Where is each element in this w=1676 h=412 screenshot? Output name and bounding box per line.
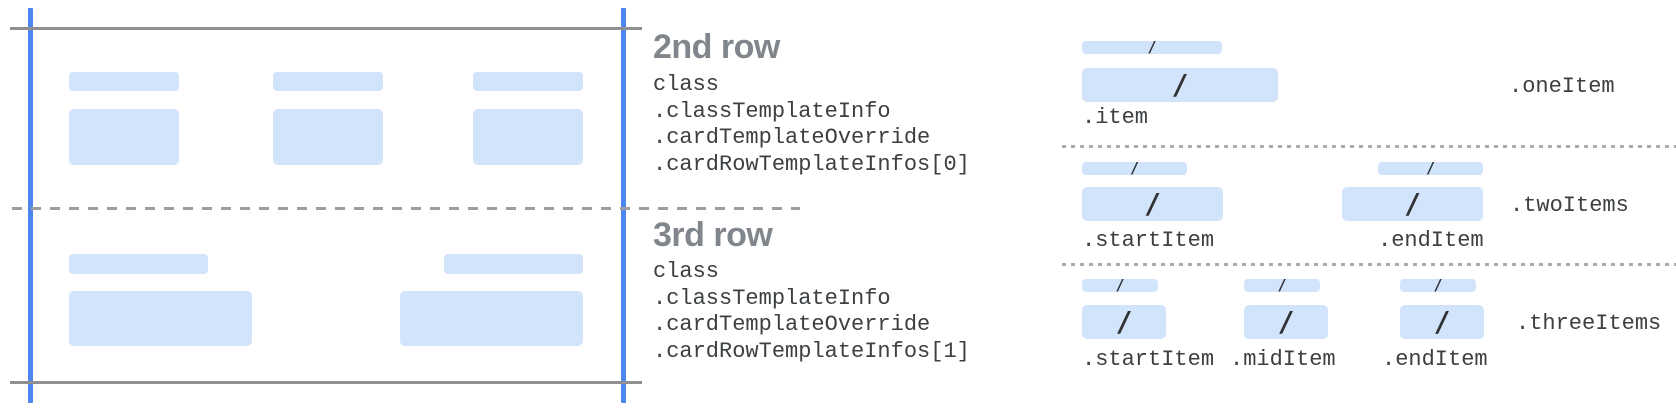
three-items-mid-label-bar: / — [1244, 276, 1320, 294]
three-items-start-value-bar: / — [1082, 305, 1166, 339]
start-item-name-label: .startItem — [1082, 228, 1215, 253]
row3-code-line: .cardTemplateOverride — [653, 312, 931, 337]
row2-code-line: class — [653, 72, 720, 97]
row2-col2-label-placeholder — [273, 72, 383, 91]
row3-code-line: .cardRowTemplateInfos[1] — [653, 338, 970, 364]
row3-end-label-placeholder — [444, 254, 583, 274]
card-left-edge-guide-line — [28, 8, 33, 403]
two-items-start-value-bar: / — [1082, 187, 1223, 221]
value-slash-glyph: / — [1115, 305, 1133, 338]
three-items-end-label-bar: / — [1400, 276, 1476, 294]
label-slash-glyph: / — [1425, 159, 1436, 177]
value-slash-glyph: / — [1144, 187, 1161, 220]
card-top-guide-line — [10, 27, 642, 30]
row3-code-line: .classTemplateInfo — [653, 285, 891, 311]
end-item-name-label: .endItem — [1378, 228, 1484, 253]
one-item-layout-label: .oneItem — [1509, 74, 1615, 99]
item-name-label: .item — [1082, 105, 1149, 130]
label-slash-glyph: / — [1115, 276, 1125, 294]
two-items-end-value-bar: / — [1342, 187, 1483, 221]
start-item-name-label: .startItem — [1082, 347, 1215, 372]
row2-col1-label-placeholder — [69, 72, 179, 91]
row2-col1-value-placeholder — [69, 109, 179, 165]
one-item-label-bar: / — [1082, 38, 1222, 56]
row2-code-line: .cardRowTemplateInfos[0] — [653, 151, 970, 177]
label-slash-glyph: / — [1129, 159, 1140, 177]
row2-col3-label-placeholder — [473, 72, 583, 91]
three-items-layout-label: .threeItems — [1516, 311, 1662, 336]
row3-code-block: class .classTemplateInfo .cardTemplateOv… — [653, 259, 970, 365]
row2-code-line: .cardTemplateOverride — [653, 125, 931, 150]
row2-code-block: class .classTemplateInfo .cardTemplateOv… — [653, 72, 970, 178]
row3-start-value-placeholder — [69, 291, 252, 346]
value-slash-glyph: / — [1404, 187, 1421, 220]
value-slash-glyph: / — [1433, 305, 1451, 338]
three-items-end-value-bar: / — [1400, 305, 1484, 339]
mid-item-name-label: .midItem — [1230, 347, 1336, 372]
row2-col3-value-placeholder — [473, 109, 583, 165]
label-slash-glyph: / — [1433, 276, 1443, 294]
end-item-name-label: .endItem — [1382, 347, 1488, 372]
row3-start-label-placeholder — [69, 254, 208, 274]
row2-code-line: .classTemplateInfo — [653, 98, 891, 124]
two-items-start-label-bar: / — [1082, 159, 1187, 177]
two-items-end-label-bar: / — [1378, 159, 1483, 177]
row2-col2-value-placeholder — [273, 109, 383, 165]
row3-title: 3rd row — [653, 216, 773, 254]
legend-divider-dotted-line — [1062, 263, 1676, 266]
row2-title: 2nd row — [653, 28, 780, 66]
row-divider-dashed-line — [12, 207, 800, 210]
label-slash-glyph: / — [1277, 276, 1287, 294]
three-items-mid-value-bar: / — [1244, 305, 1328, 339]
value-slash-glyph: / — [1171, 68, 1189, 101]
row3-end-value-placeholder — [400, 291, 583, 346]
two-items-layout-label: .twoItems — [1510, 193, 1629, 218]
card-right-edge-guide-line — [621, 8, 626, 403]
label-slash-glyph: / — [1147, 38, 1157, 56]
row3-code-line: class — [653, 259, 720, 284]
value-slash-glyph: / — [1277, 305, 1295, 338]
card-bottom-guide-line — [10, 381, 642, 384]
legend-divider-dotted-line — [1062, 145, 1676, 148]
three-items-start-label-bar: / — [1082, 276, 1158, 294]
one-item-value-bar: / — [1082, 68, 1278, 102]
